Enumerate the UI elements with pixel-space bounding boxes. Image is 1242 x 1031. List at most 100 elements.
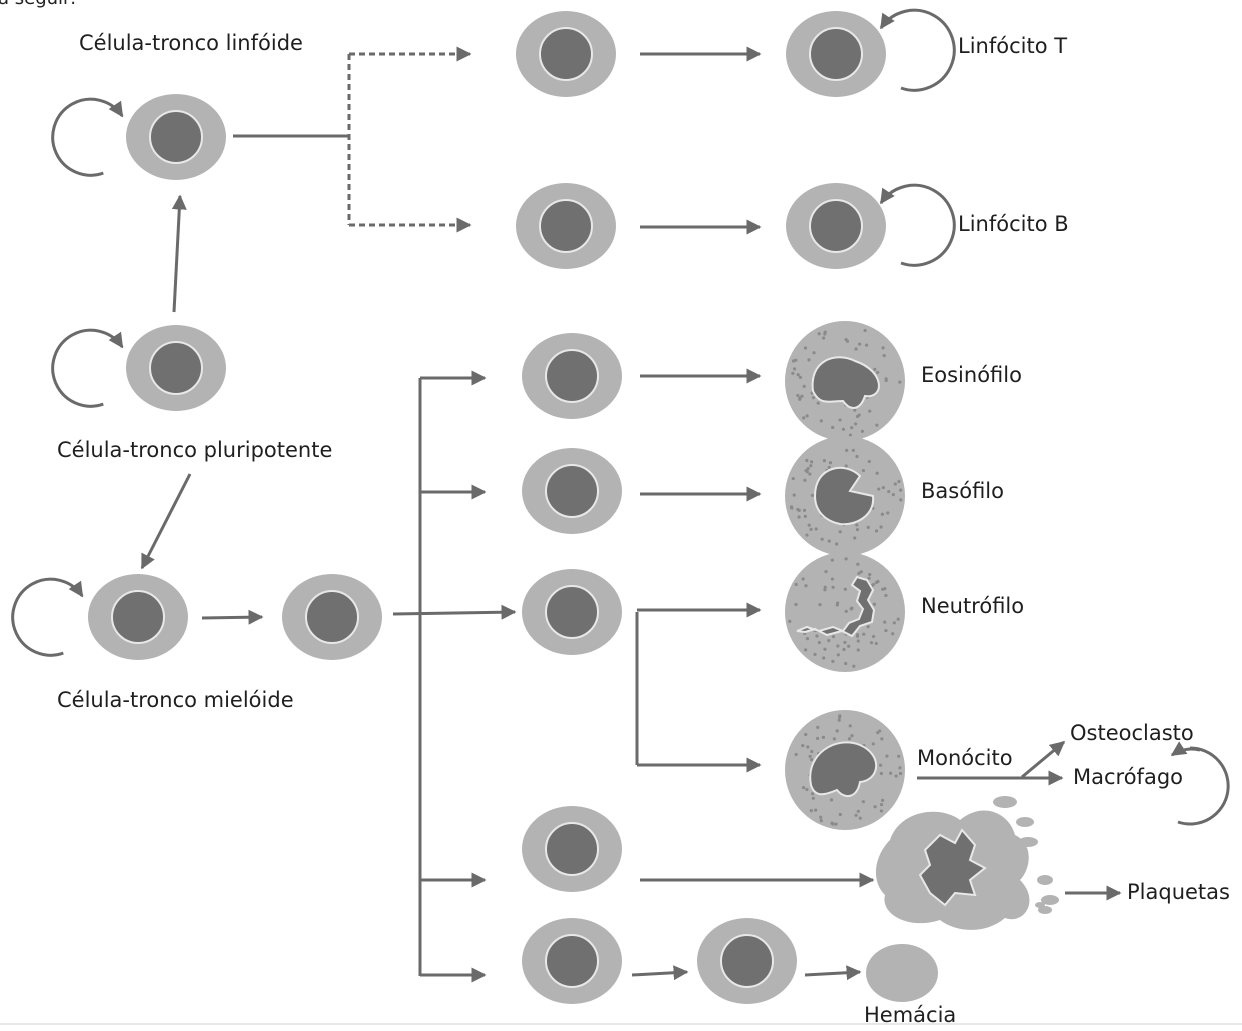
granule bbox=[796, 393, 800, 398]
granule bbox=[827, 539, 831, 543]
granule bbox=[852, 664, 856, 668]
label-celula-tronco-pluripotente: Célula-tronco pluripotente bbox=[57, 438, 333, 462]
granule bbox=[898, 766, 902, 770]
granule bbox=[855, 414, 860, 419]
granule bbox=[850, 734, 854, 738]
granule bbox=[838, 812, 842, 817]
arrow-to-red-cell bbox=[804, 965, 862, 981]
granule bbox=[858, 342, 862, 346]
granule bbox=[803, 478, 807, 482]
granule bbox=[835, 542, 839, 546]
cells bbox=[88, 11, 1059, 1004]
cell-lymphoid-stem bbox=[126, 94, 226, 180]
granule bbox=[881, 485, 885, 490]
granule bbox=[827, 465, 831, 470]
granule bbox=[853, 536, 857, 540]
granule bbox=[871, 742, 875, 746]
granule bbox=[797, 508, 801, 512]
granule bbox=[884, 628, 888, 633]
granule bbox=[822, 656, 826, 660]
granule bbox=[823, 330, 827, 334]
granule bbox=[794, 752, 798, 757]
granule bbox=[855, 633, 860, 637]
cell-t-progenitor bbox=[516, 11, 616, 97]
granule bbox=[836, 644, 840, 648]
granule bbox=[856, 809, 860, 813]
cell-nucleus bbox=[796, 575, 876, 638]
granule bbox=[860, 429, 865, 433]
granule bbox=[875, 471, 879, 475]
granule bbox=[871, 582, 876, 587]
granule bbox=[819, 815, 823, 819]
granule bbox=[814, 527, 818, 531]
granule bbox=[843, 587, 847, 591]
granule bbox=[854, 813, 858, 817]
granule bbox=[838, 530, 842, 534]
granule bbox=[803, 514, 807, 518]
granule bbox=[844, 464, 848, 468]
granule bbox=[864, 343, 869, 347]
arrow-myeloid-to-progenitor bbox=[201, 609, 264, 625]
granule bbox=[880, 512, 884, 516]
granule bbox=[856, 648, 860, 652]
granule bbox=[809, 758, 814, 762]
granule bbox=[845, 339, 850, 343]
granule bbox=[867, 576, 871, 580]
cell-eosinophil bbox=[785, 321, 905, 441]
granule bbox=[830, 558, 834, 562]
granule bbox=[876, 370, 880, 375]
granule bbox=[796, 373, 800, 377]
granule bbox=[861, 468, 865, 473]
granule bbox=[866, 525, 870, 529]
granule bbox=[817, 332, 821, 336]
granule bbox=[792, 367, 797, 371]
intro-fragment: a seguir: bbox=[0, 0, 76, 9]
cell-nucleus bbox=[539, 27, 593, 81]
self-renewal-t bbox=[879, 8, 956, 92]
granule bbox=[847, 644, 851, 648]
platelet-fragment bbox=[1035, 902, 1045, 908]
granule bbox=[854, 347, 858, 351]
self-renewal-macrophage-arc bbox=[1177, 746, 1230, 826]
granule bbox=[874, 641, 878, 646]
granule bbox=[802, 508, 807, 512]
granule bbox=[879, 809, 884, 813]
granule bbox=[802, 416, 806, 420]
granule bbox=[881, 346, 885, 350]
granule bbox=[801, 744, 805, 748]
cell-nucleus bbox=[545, 822, 599, 876]
label-eosinofilo: Eosinófilo bbox=[921, 363, 1022, 387]
granule bbox=[861, 800, 865, 804]
granule bbox=[897, 754, 901, 758]
granule bbox=[823, 647, 827, 651]
granule bbox=[805, 458, 809, 463]
granule bbox=[794, 582, 798, 587]
granule bbox=[791, 476, 795, 481]
granule bbox=[805, 414, 809, 418]
granule bbox=[816, 401, 820, 405]
granule bbox=[884, 593, 888, 598]
cell-myeloid-progenitor bbox=[282, 574, 382, 660]
granule bbox=[863, 328, 867, 333]
granule bbox=[808, 472, 812, 476]
granule bbox=[855, 523, 859, 527]
granule bbox=[888, 771, 893, 775]
cell-nucleus bbox=[149, 341, 203, 395]
granule bbox=[874, 529, 879, 533]
granule bbox=[804, 584, 808, 588]
arrow-to-gn-progenitor bbox=[392, 604, 517, 620]
label-linfocito-t: Linfócito T bbox=[958, 34, 1068, 58]
self-renewal-lymphoid bbox=[51, 97, 124, 177]
cell-nucleus bbox=[111, 590, 165, 644]
granule bbox=[850, 426, 854, 430]
cell-ery-progenitor bbox=[522, 918, 622, 1004]
granule bbox=[804, 732, 808, 737]
granule bbox=[788, 619, 792, 623]
label-linfocito-b: Linfócito B bbox=[958, 212, 1069, 236]
granule bbox=[807, 523, 811, 527]
granule bbox=[794, 602, 798, 607]
granule bbox=[805, 787, 809, 792]
granule bbox=[838, 714, 842, 718]
cell-nucleus bbox=[545, 585, 599, 639]
granule bbox=[831, 425, 835, 430]
